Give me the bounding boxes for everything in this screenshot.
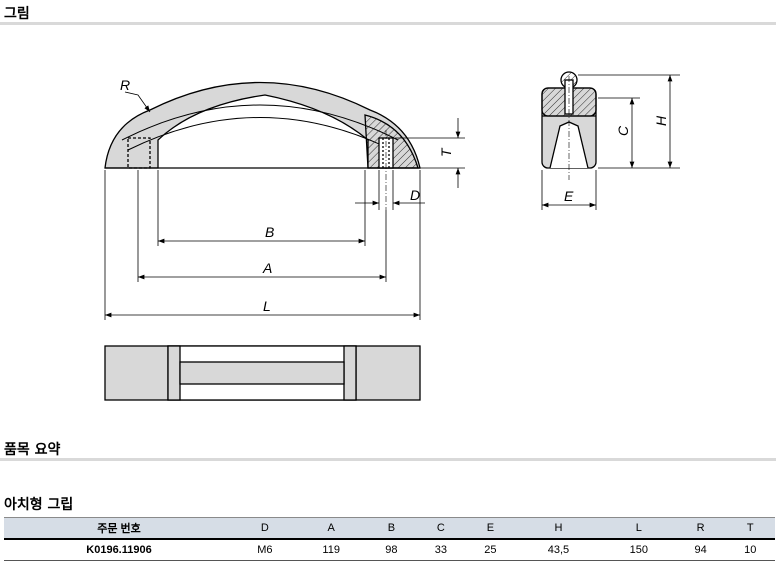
side-view [541, 71, 597, 180]
cell-t: 10 [725, 538, 775, 561]
cell-c: 33 [416, 538, 466, 561]
cell-l: 150 [601, 538, 676, 561]
header-b: B [366, 517, 417, 539]
table-row: K0196.11906 M6 119 98 33 25 43,5 150 94 … [4, 538, 775, 561]
table-header-row: 주문 번호 D A B C E H L R T [4, 517, 775, 539]
label-r: R [120, 77, 130, 93]
label-a: A [262, 260, 272, 276]
cell-e: 25 [465, 538, 516, 561]
top-view [104, 345, 421, 401]
label-l: L [263, 298, 271, 314]
cell-b: 98 [366, 538, 417, 561]
header-l: L [601, 517, 676, 539]
header-c: C [416, 517, 466, 539]
cell-order-number[interactable]: K0196.11906 [4, 538, 234, 561]
header-t: T [725, 517, 775, 539]
front-view [104, 81, 421, 210]
label-e: E [564, 188, 574, 204]
technical-drawing: R B A L T D H C E [104, 71, 680, 401]
cell-r: 94 [675, 538, 726, 561]
summary-section-title: 품목 요약 [4, 442, 61, 458]
header-a: A [295, 517, 367, 539]
summary-section-divider [0, 458, 776, 461]
product-title: 아치형 그립 [4, 497, 74, 513]
label-h: H [653, 115, 669, 126]
dimension-lines [104, 91, 465, 320]
cell-d: M6 [234, 538, 296, 561]
product-table: 주문 번호 D A B C E H L R T K0196.11906 M6 1… [4, 517, 775, 561]
header-order-number: 주문 번호 [4, 517, 234, 539]
label-t: T [438, 147, 454, 157]
label-d: D [410, 187, 420, 203]
label-c: C [615, 125, 631, 136]
cell-a: 119 [295, 538, 367, 561]
header-e: E [465, 517, 516, 539]
cell-h: 43,5 [515, 538, 602, 561]
figure-section-divider [0, 22, 776, 25]
side-dimension-lines [541, 74, 680, 210]
header-h: H [515, 517, 602, 539]
header-r: R [675, 517, 726, 539]
figure-section-title: 그림 [4, 6, 30, 22]
header-d: D [234, 517, 296, 539]
label-b: B [265, 224, 274, 240]
